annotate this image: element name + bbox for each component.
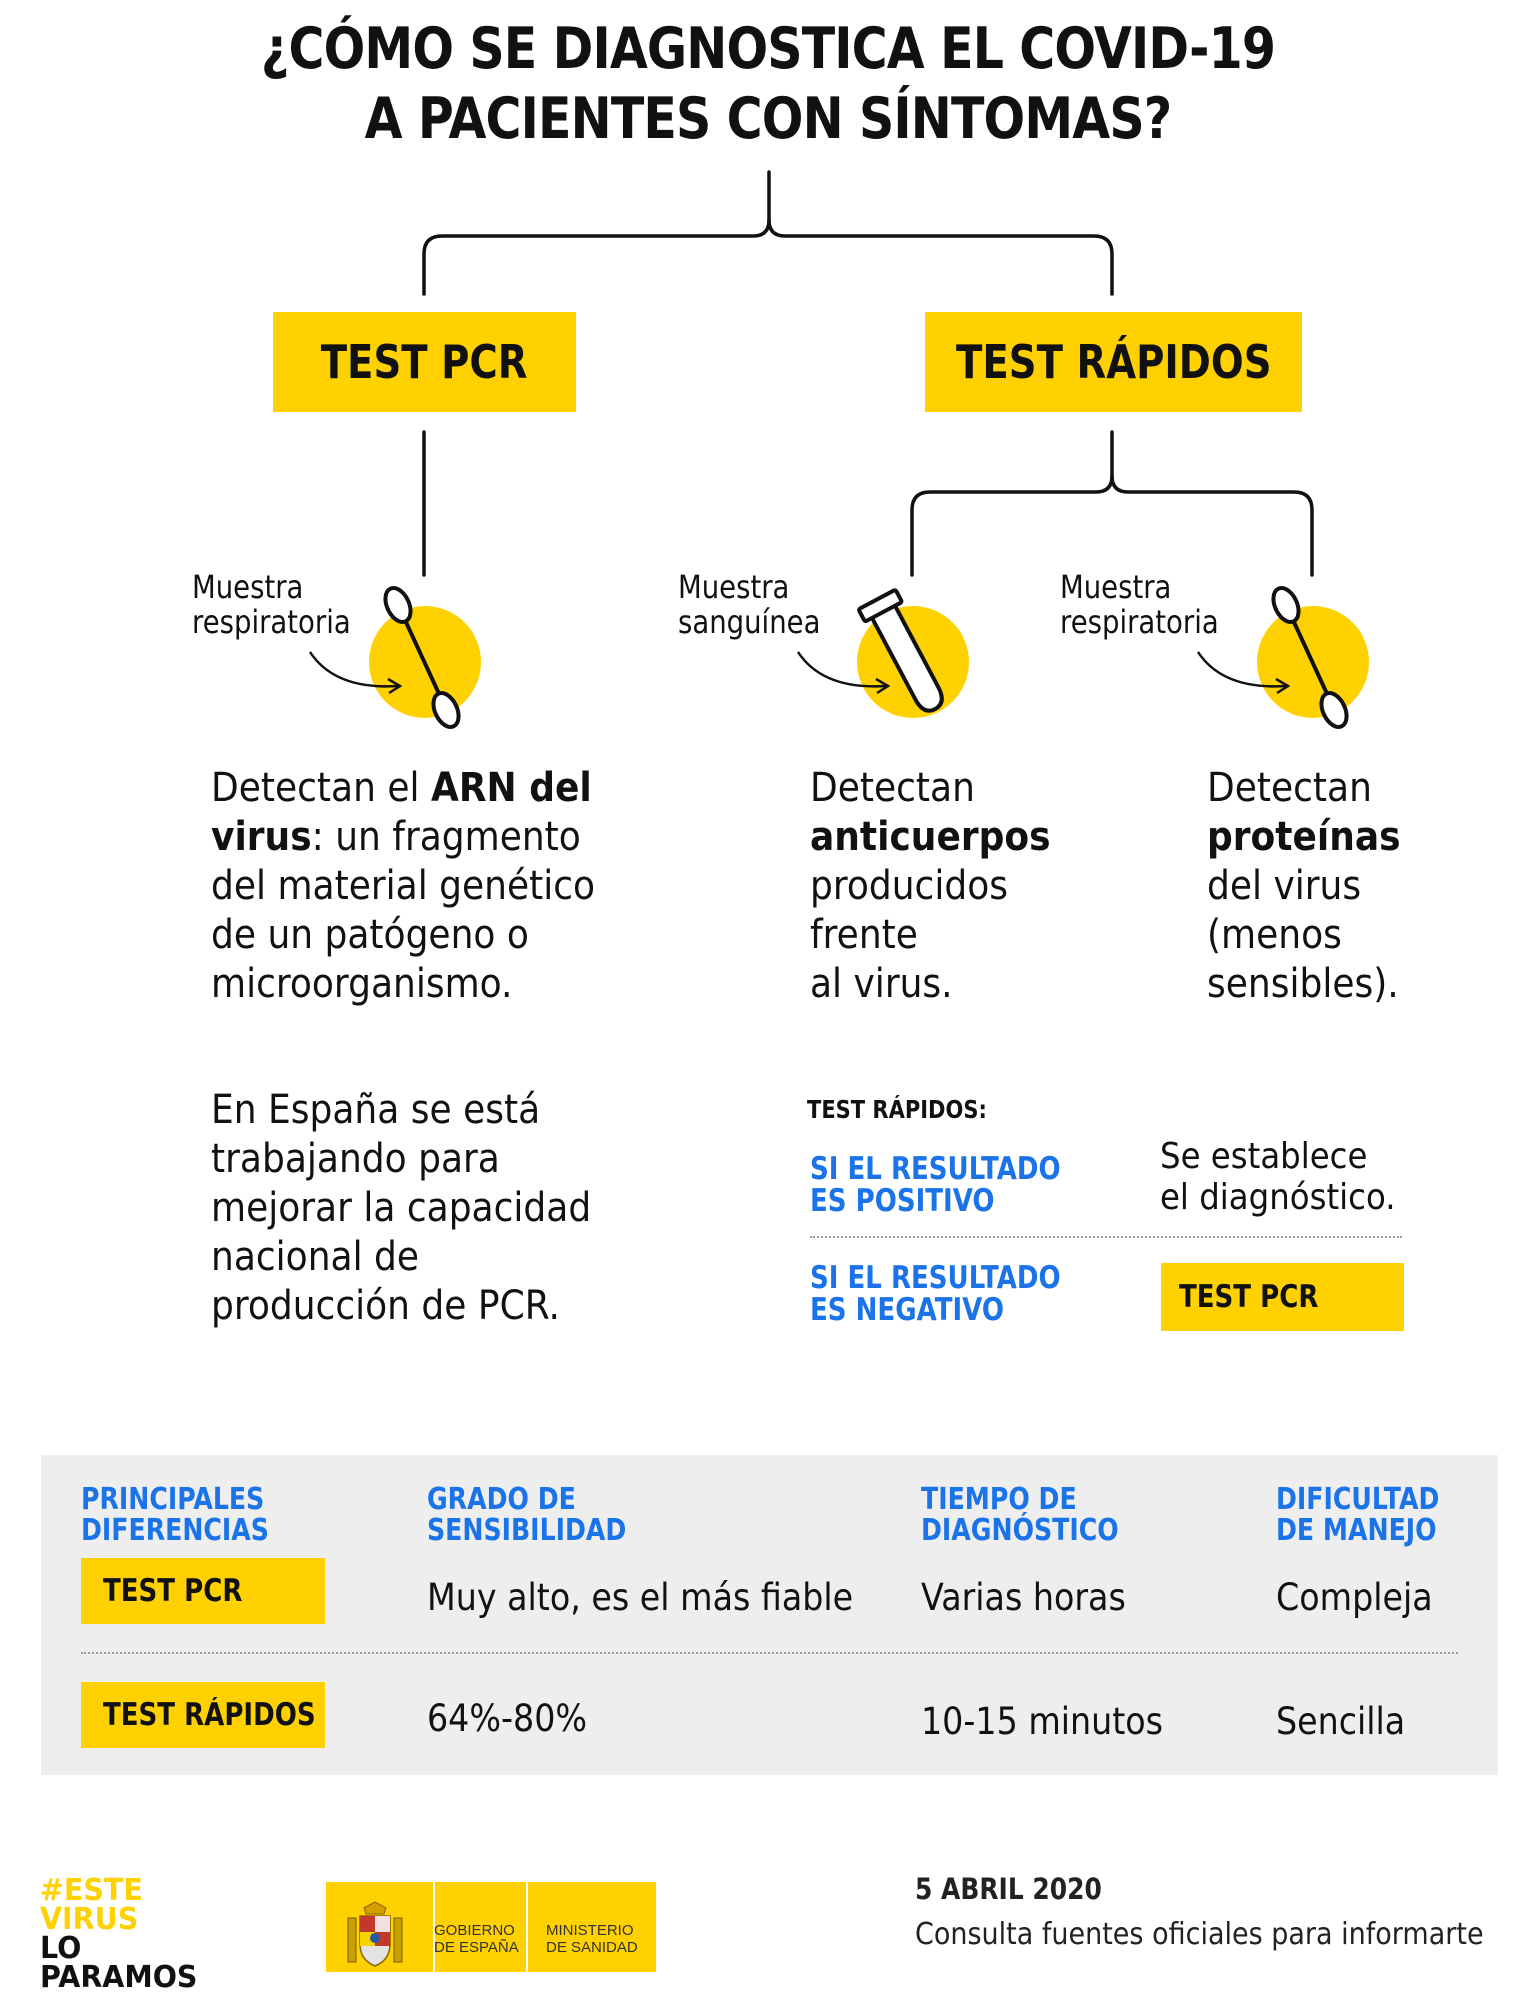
table-cell-rapid-time: 10-15 minutos: [921, 1700, 1164, 1743]
table-row-pcr-label: TEST PCR: [103, 1573, 243, 1609]
sample-label-respiratory: Muestra respiratoria: [1060, 568, 1219, 641]
test-pcr-box: TEST PCR: [273, 312, 576, 412]
sample-label-blood: Muestra sanguínea: [678, 568, 821, 641]
positive-condition: SI EL RESULTADO ES POSITIVO: [810, 1151, 1061, 1219]
flow-connectors: [422, 170, 1314, 577]
connector-blood: [910, 430, 1114, 577]
test-rapid-label: TEST RÁPIDOS: [955, 335, 1272, 389]
proteins-description: Detectan proteínas del virus (menos sens…: [1207, 765, 1401, 1007]
title-line-1: ¿CÓMO SE DIAGNOSTICA EL COVID-19: [260, 16, 1276, 82]
table-row-pcr-label-box: TEST PCR: [81, 1558, 325, 1624]
table-cell-pcr-sensitivity: Muy alto, es el más fiable: [427, 1576, 854, 1619]
connector-resp: [1110, 474, 1314, 577]
table-header-differences: PRINCIPALES DIFERENCIAS: [81, 1482, 269, 1548]
positive-result: Se establece el diagnóstico.: [1160, 1136, 1396, 1218]
results-divider: [810, 1236, 1402, 1238]
table-header-time: TIEMPO DE DIAGNÓSTICO: [921, 1482, 1119, 1548]
swab-icon: [1196, 586, 1369, 729]
publication-date: 5 ABRIL 2020: [915, 1872, 1102, 1906]
table-cell-pcr-difficulty: Compleja: [1276, 1576, 1433, 1619]
connector-right: [767, 218, 1114, 296]
negative-result-label: TEST PCR: [1179, 1279, 1319, 1315]
pcr-description: Detectan el ARN del virus: un fragmento …: [211, 765, 596, 1007]
table-cell-pcr-time: Varias horas: [921, 1576, 1126, 1619]
sample-label-pcr: Muestra respiratoria: [192, 568, 351, 641]
table-header-difficulty: DIFICULTAD DE MANEJO: [1276, 1482, 1440, 1548]
gov-spain-text: GOBIERNO DE ESPAÑA: [434, 1922, 519, 1956]
table-cell-rapid-sensitivity: 64%-80%: [427, 1697, 588, 1740]
title-line-2: A PACIENTES CON SÍNTOMAS?: [364, 86, 1173, 152]
table-row-divider: [81, 1652, 1458, 1654]
antibodies-description: Detectan anticuerpos producidos frente a…: [810, 765, 1051, 1007]
page-title: ¿CÓMO SE DIAGNOSTICA EL COVID-19 A PACIE…: [108, 14, 1429, 154]
coat-of-arms-icon: [347, 1901, 403, 1967]
test-pcr-label: TEST PCR: [321, 335, 528, 389]
negative-condition: SI EL RESULTADO ES NEGATIVO: [810, 1260, 1061, 1328]
table-row-rapid-label-box: TEST RÁPIDOS: [81, 1682, 325, 1748]
hashtag-logo: #ESTE VIRUS LO PARAMOS: [40, 1873, 198, 1995]
logo-separator-2: [526, 1882, 528, 1972]
table-row-rapid-label: TEST RÁPIDOS: [103, 1697, 316, 1733]
ministry-text: MINISTERIO DE SANIDAD: [546, 1922, 638, 1956]
government-logo: GOBIERNO DE ESPAÑA MINISTERIO DE SANIDAD: [326, 1882, 656, 1972]
negative-result-box: TEST PCR: [1161, 1263, 1404, 1331]
table-cell-rapid-difficulty: Sencilla: [1276, 1700, 1406, 1743]
rapid-results-heading: TEST RÁPIDOS:: [807, 1095, 987, 1124]
swab-icon: [308, 586, 481, 729]
test-rapid-box: TEST RÁPIDOS: [925, 312, 1302, 412]
table-header-sensitivity: GRADO DE SENSIBILIDAD: [427, 1482, 627, 1548]
spain-production-note: En España se está trabajando para mejora…: [211, 1087, 592, 1329]
test-tube-icon: [796, 588, 969, 718]
logo-separator: [433, 1882, 435, 1972]
consult-note: Consulta fuentes oficiales para informar…: [915, 1917, 1484, 1952]
connector-left: [422, 170, 771, 296]
